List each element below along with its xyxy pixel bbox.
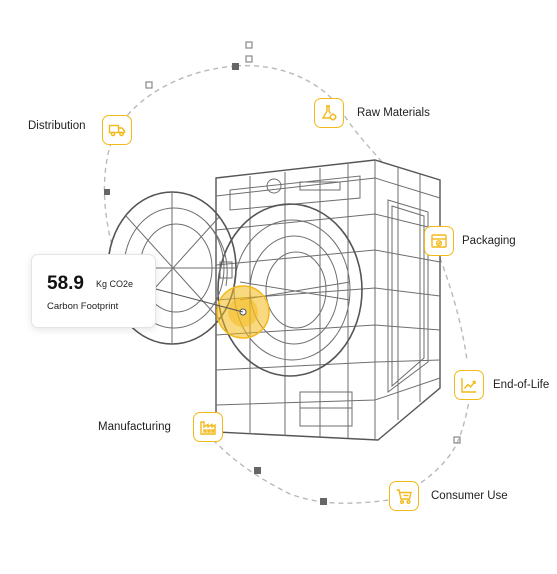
washing-machine [107,159,441,441]
flask-gear-icon [314,98,344,128]
lifecycle-path [103,64,471,504]
path-markers [104,41,461,505]
stage-packaging-label: Packaging [462,235,516,247]
factory-icon [193,412,223,442]
carbon-footprint-value: 58.9 [47,273,84,294]
stage-distribution-label: Distribution [28,120,86,132]
delivery-truck-icon [102,115,132,145]
carbon-footprint-caption: Carbon Footprint [47,301,119,312]
stage-manufacturing-label: Manufacturing [98,421,171,433]
stage-consumer-use-label: Consumer Use [431,490,508,502]
leader-line [151,287,244,313]
shopping-cart-icon [389,481,419,511]
stage-end-of-life-label: End-of-Life [493,379,550,391]
stage-raw-materials-label: Raw Materials [357,107,430,119]
carbon-footprint-unit: Kg CO2e [96,279,134,289]
trend-chart-icon [454,370,484,400]
carbon-footprint-card: 58.9 Kg CO2e Carbon Footprint [31,254,156,328]
package-box-icon [424,226,454,256]
